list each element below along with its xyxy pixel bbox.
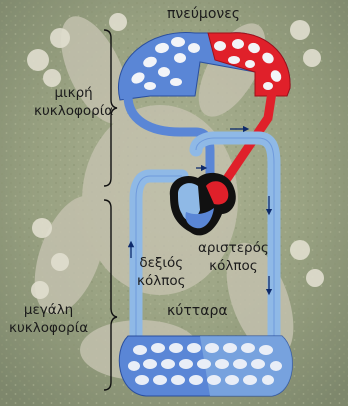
right-atrium-label-line: κόλπος xyxy=(137,273,186,291)
large-circulation-label: μεγάλη κυκλοφορία xyxy=(9,302,88,338)
small-circulation-label-line: μικρή xyxy=(34,85,113,103)
body-capillary-network xyxy=(119,336,292,396)
right-atrium-label-line: δεξιός xyxy=(137,255,186,273)
right-atrium-label: δεξιός κόλπος xyxy=(137,255,186,291)
cells-label: κύτταρα xyxy=(167,304,228,318)
large-circulation-label-line: κυκλοφορία xyxy=(9,320,88,338)
lungs-label: πνεύμονες xyxy=(167,7,240,21)
small-circulation-label: μικρή κυκλοφορία xyxy=(34,85,113,121)
left-atrium-label-line: αριστερός xyxy=(198,240,269,258)
small-circulation-label-line: κυκλοφορία xyxy=(34,103,113,121)
large-circulation-label-line: μεγάλη xyxy=(9,302,88,320)
left-atrium-label-line: κόλπος xyxy=(198,258,269,276)
left-atrium-label: αριστερός κόλπος xyxy=(198,240,269,276)
